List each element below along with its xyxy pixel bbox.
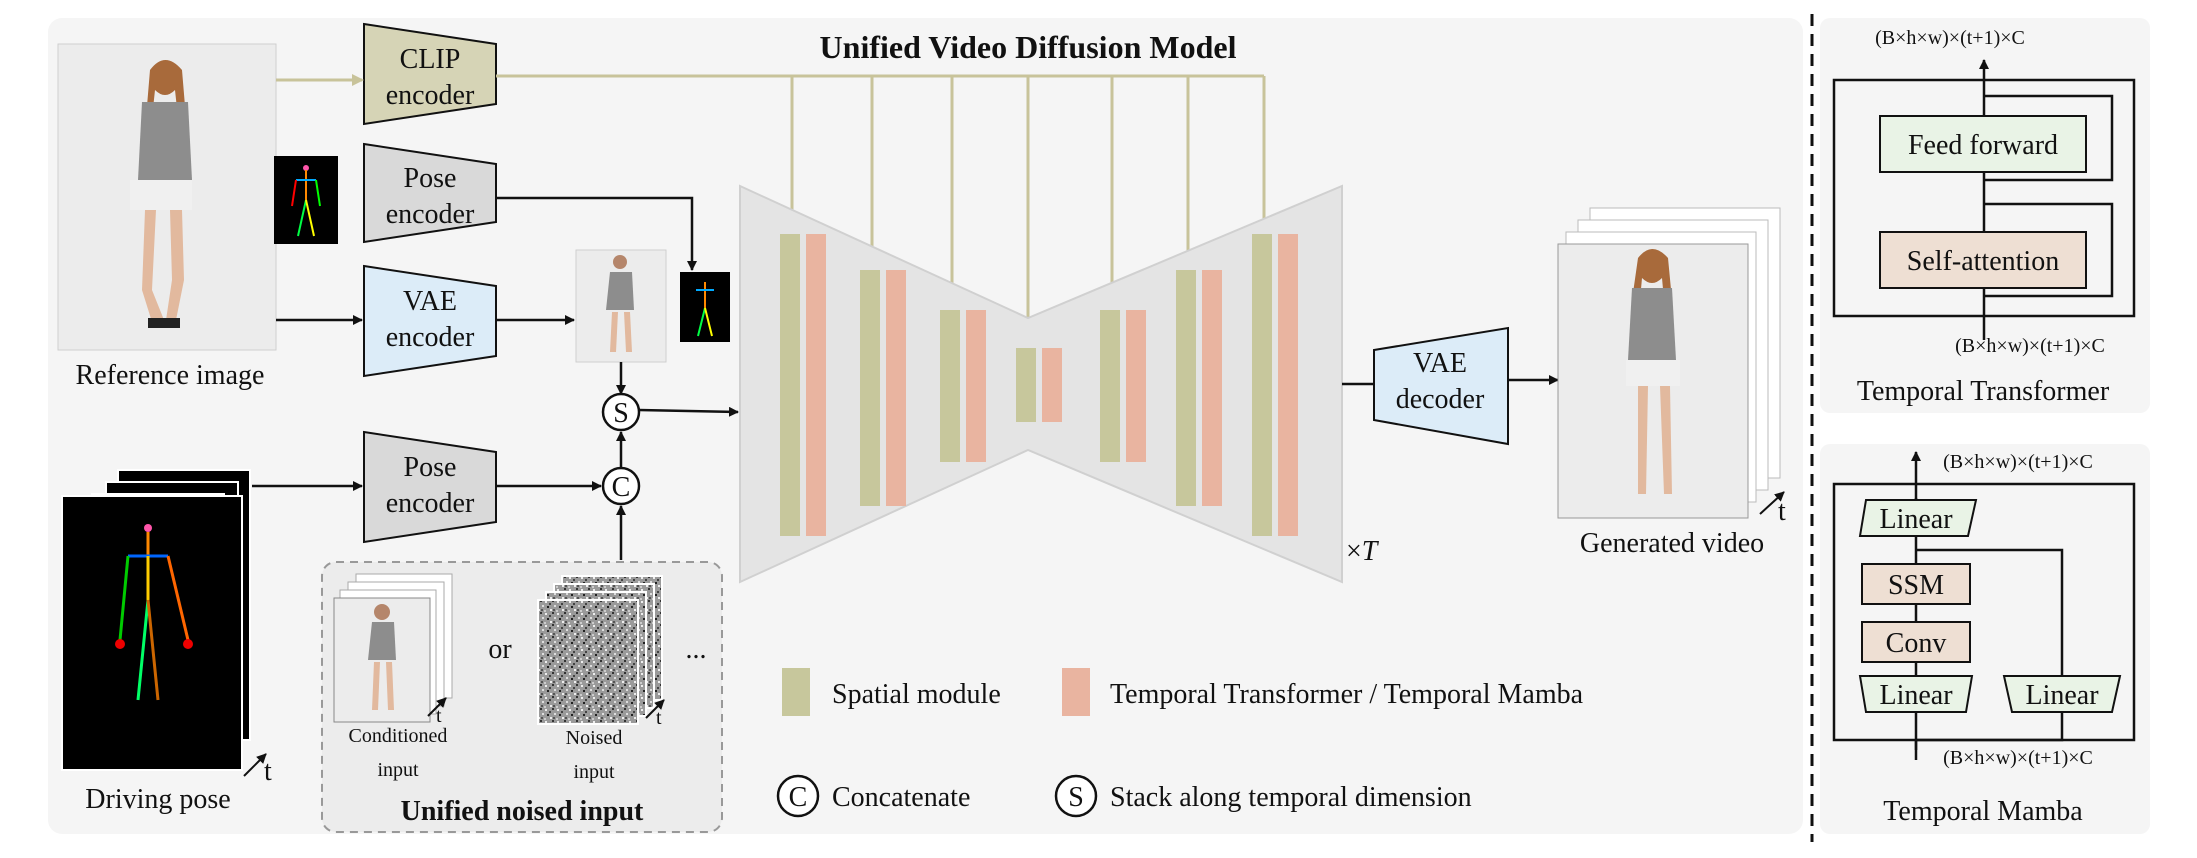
svg-text:VAE: VAE	[403, 286, 457, 317]
unified-noised-input-title: Unified noised input	[401, 796, 644, 827]
tm-linear-bottom-left-box: Linear	[1858, 675, 1974, 713]
diagram-title: Unified Video Diffusion Model	[820, 29, 1237, 65]
reference-pose-thumbnail	[274, 156, 338, 244]
t-axis-noised	[645, 699, 665, 719]
concat-op: C	[601, 466, 641, 506]
t-axis-conditioned	[427, 697, 447, 717]
tt-dim-top: (B×h×w)×(t+1)×C	[1875, 27, 2025, 49]
legend-spatial-label: Spatial module	[832, 679, 1001, 710]
svg-text:Linear: Linear	[1879, 504, 1953, 535]
pose-feature-thumbnail	[680, 272, 730, 342]
tm-structure	[1832, 451, 2136, 760]
legend-concat-label: Concatenate	[832, 782, 970, 813]
svg-text:Linear: Linear	[1879, 680, 1953, 711]
reference-image	[57, 43, 277, 351]
legend-spatial-swatch	[782, 668, 810, 716]
tm-linear-bottom-right-box: Linear	[2002, 675, 2122, 713]
generated-video-label: Generated video	[1580, 528, 1764, 559]
tt-title: Temporal Transformer	[1857, 376, 2110, 407]
repeat-label: ×T	[1346, 536, 1380, 567]
svg-text:Linear: Linear	[2025, 680, 2099, 711]
tm-dim-top: (B×h×w)×(t+1)×C	[1943, 451, 2093, 473]
generated-video-stack	[1557, 207, 1781, 519]
tt-self-attention-label: Self-attention	[1907, 246, 2059, 277]
ellipsis-label: ...	[686, 634, 707, 665]
legend-concat-symbol: C	[776, 774, 820, 818]
tm-title: Temporal Mamba	[1883, 796, 2083, 827]
t-mark-driving: t	[264, 756, 272, 787]
svg-text:encoder: encoder	[386, 199, 475, 230]
svg-text:Pose: Pose	[404, 163, 457, 194]
vae-decoder: VAE decoder	[1373, 326, 1509, 446]
svg-text:C: C	[612, 472, 631, 503]
clip-encoder: CLIP encoder	[363, 22, 497, 126]
svg-text:encoder: encoder	[386, 488, 475, 519]
noised-input-label-1: Noised	[566, 727, 623, 749]
svg-text:encoder: encoder	[386, 322, 475, 353]
svg-text:S: S	[1068, 782, 1084, 813]
driving-pose-stack	[61, 469, 251, 771]
svg-text:Conv: Conv	[1886, 628, 1947, 659]
svg-text:S: S	[613, 398, 629, 429]
legend-temporal-label: Temporal Transformer / Temporal Mamba	[1110, 679, 1584, 710]
tt-structure	[1832, 59, 2136, 340]
t-mark-video: t	[1778, 496, 1786, 527]
noised-input-label-2: input	[573, 761, 615, 783]
svg-text:encoder: encoder	[386, 80, 475, 111]
pose-encoder-top: Pose encoder	[363, 142, 497, 244]
conditioned-input-label-2: input	[377, 759, 419, 781]
tm-dim-bottom: (B×h×w)×(t+1)×C	[1943, 747, 2093, 769]
tm-conv-box: Conv	[1861, 621, 1971, 663]
latent-reference-frame	[575, 249, 667, 363]
t-mark-noised: t	[656, 707, 662, 729]
legend-temporal-swatch	[1062, 668, 1090, 716]
legend-stack-label: Stack along temporal dimension	[1110, 782, 1472, 813]
t-mark-conditioned: t	[436, 705, 442, 727]
vae-encoder: VAE encoder	[363, 264, 497, 378]
svg-text:decoder: decoder	[1396, 384, 1485, 415]
svg-text:VAE: VAE	[1413, 348, 1467, 379]
or-label: or	[488, 634, 512, 665]
svg-text:Pose: Pose	[404, 452, 457, 483]
driving-pose-label: Driving pose	[85, 784, 230, 815]
svg-text:SSM: SSM	[1888, 570, 1944, 601]
t-axis-driving	[243, 753, 267, 777]
stack-op: S	[601, 392, 641, 432]
legend-stack-symbol: S	[1054, 774, 1098, 818]
svg-text:C: C	[789, 782, 808, 813]
temporal-mamba-panel	[1820, 444, 2150, 834]
clip-conditioning-lines	[496, 74, 1270, 348]
tt-feed-forward-box	[1879, 115, 2087, 173]
t-axis-video	[1759, 491, 1785, 515]
arrow-stack-to-unet	[638, 406, 739, 417]
tt-feed-forward-label: Feed forward	[1908, 130, 2058, 161]
svg-text:CLIP: CLIP	[400, 44, 461, 75]
tm-linear-top-box: Linear	[1858, 499, 1978, 537]
tm-ssm-box: SSM	[1861, 563, 1971, 605]
reference-image-label: Reference image	[76, 360, 265, 391]
unet-blocks	[780, 234, 1298, 536]
pose-encoder-bottom: Pose encoder	[363, 430, 497, 544]
tt-dim-bottom: (B×h×w)×(t+1)×C	[1955, 335, 2105, 357]
unified-noised-input-box	[321, 561, 723, 833]
arrow-pose-to-feature	[496, 196, 697, 271]
conditioned-input-label-1: Conditioned	[349, 725, 448, 747]
tt-self-attention-box	[1879, 231, 2087, 289]
